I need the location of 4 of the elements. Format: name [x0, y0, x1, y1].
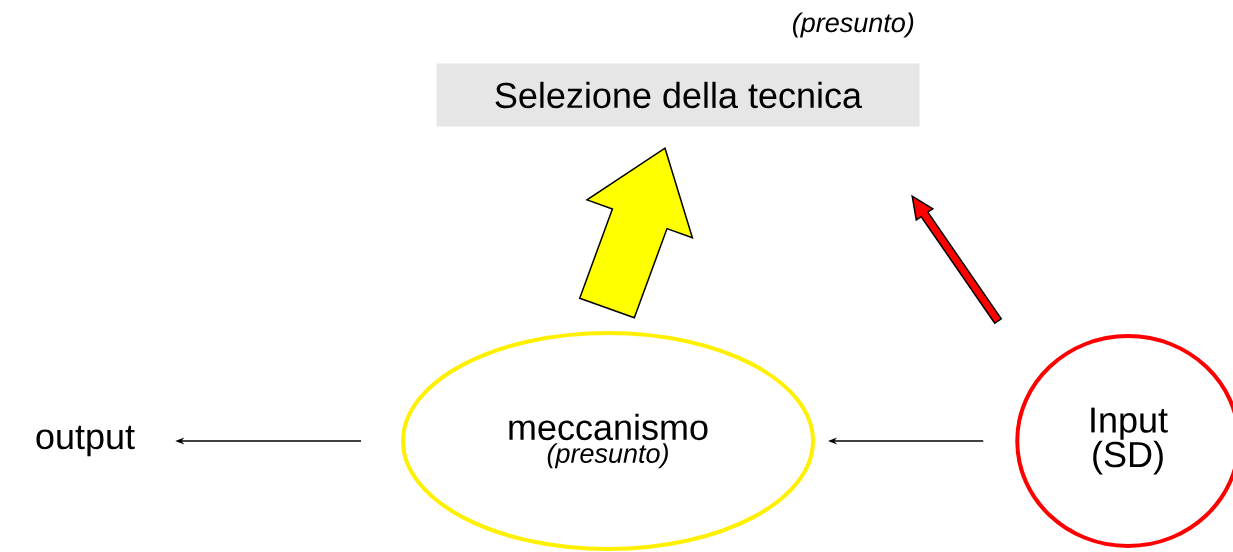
node-text: output	[36, 425, 135, 457]
block-arrow	[578, 147, 694, 319]
technique-box: Selezione della tecnica	[436, 63, 920, 127]
annotation-text: (presunto)	[793, 12, 914, 38]
